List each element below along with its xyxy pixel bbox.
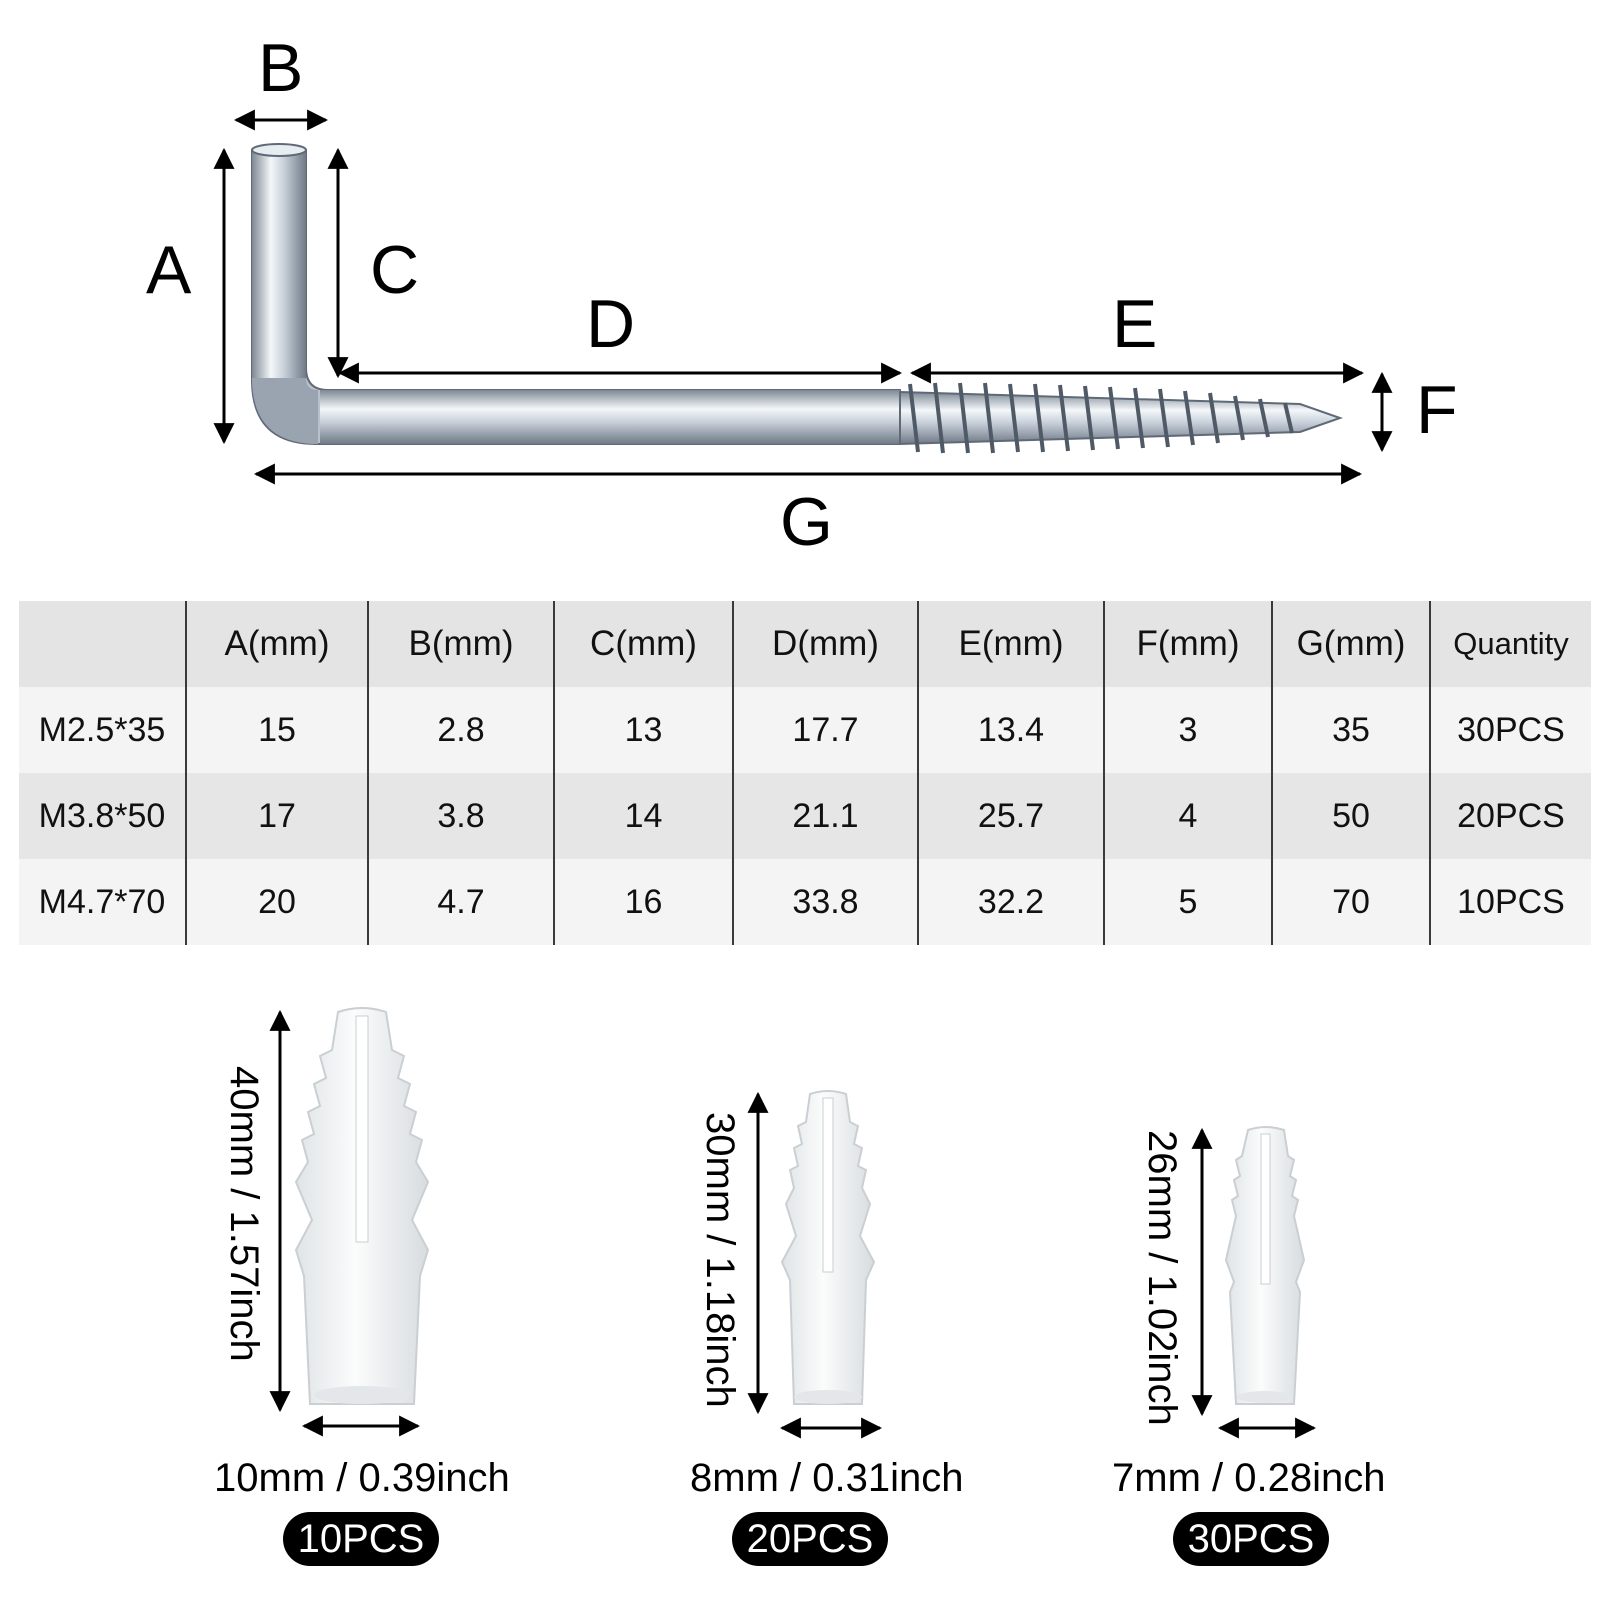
dim-label-g: G xyxy=(780,484,833,560)
dim-label-c: C xyxy=(370,232,420,308)
header-g: G(mm) xyxy=(1272,601,1431,687)
table-row: M4.7*70 20 4.7 16 33.8 32.2 5 70 10PCS xyxy=(19,859,1591,945)
anchor-small-length-label: 26mm / 1.02inch xyxy=(1140,1130,1184,1426)
dim-label-b: B xyxy=(258,30,304,106)
cell-g: 35 xyxy=(1272,687,1431,773)
anchor-small-width-label: 7mm / 0.28inch xyxy=(1112,1456,1386,1500)
cell-a: 17 xyxy=(186,773,369,859)
header-model xyxy=(19,601,187,687)
cell-e: 13.4 xyxy=(918,687,1105,773)
cell-f: 4 xyxy=(1104,773,1273,859)
anchor-medium-width-label: 8mm / 0.31inch xyxy=(690,1456,964,1500)
table-row: M2.5*35 15 2.8 13 17.7 13.4 3 35 30PCS xyxy=(19,687,1591,773)
cell-f: 5 xyxy=(1104,859,1273,945)
anchor-large-width-label: 10mm / 0.39inch xyxy=(214,1456,510,1500)
header-c: C(mm) xyxy=(554,601,734,687)
cell-model: M2.5*35 xyxy=(19,687,187,773)
dim-label-a: A xyxy=(146,232,192,308)
cell-d: 21.1 xyxy=(733,773,919,859)
cell-a: 15 xyxy=(186,687,369,773)
cell-quantity: 10PCS xyxy=(1430,859,1591,945)
wall-anchors-diagram xyxy=(269,1007,1317,1439)
cell-d: 17.7 xyxy=(733,687,919,773)
cell-c: 14 xyxy=(554,773,734,859)
cell-quantity: 20PCS xyxy=(1430,773,1591,859)
wall-anchor-small xyxy=(1224,1126,1306,1405)
cell-c: 16 xyxy=(554,859,734,945)
table-row: M3.8*50 17 3.8 14 21.1 25.7 4 50 20PCS xyxy=(19,773,1591,859)
header-quantity: Quantity xyxy=(1430,601,1591,687)
anchor-large-length-label: 40mm / 1.57inch xyxy=(222,1066,266,1362)
cell-g: 50 xyxy=(1272,773,1431,859)
l-hook xyxy=(251,143,1344,454)
cell-b: 3.8 xyxy=(368,773,555,859)
header-d: D(mm) xyxy=(733,601,919,687)
thread-ridges xyxy=(908,382,1294,454)
cell-a: 20 xyxy=(186,859,369,945)
cell-f: 3 xyxy=(1104,687,1273,773)
spec-table: A(mm) B(mm) C(mm) D(mm) E(mm) F(mm) G(mm… xyxy=(19,601,1591,945)
anchor-medium-quantity-badge: 20PCS xyxy=(732,1512,888,1566)
cell-c: 13 xyxy=(554,687,734,773)
wall-anchor-medium xyxy=(780,1090,876,1405)
anchor-medium-length-label: 30mm / 1.18inch xyxy=(698,1112,742,1408)
l-hook-diagram xyxy=(213,109,1393,485)
cell-g: 70 xyxy=(1272,859,1431,945)
cell-d: 33.8 xyxy=(733,859,919,945)
spec-table-header-row: A(mm) B(mm) C(mm) D(mm) E(mm) F(mm) G(mm… xyxy=(19,601,1591,687)
anchor-large-quantity-badge: 10PCS xyxy=(283,1512,439,1566)
cell-b: 2.8 xyxy=(368,687,555,773)
cell-model: M3.8*50 xyxy=(19,773,187,859)
cell-model: M4.7*70 xyxy=(19,859,187,945)
dim-label-e: E xyxy=(1112,286,1158,362)
header-f: F(mm) xyxy=(1104,601,1273,687)
cell-b: 4.7 xyxy=(368,859,555,945)
wall-anchor-large xyxy=(294,1007,430,1405)
header-a: A(mm) xyxy=(186,601,369,687)
dim-label-d: D xyxy=(586,286,636,362)
header-b: B(mm) xyxy=(368,601,555,687)
anchor-small-quantity-badge: 30PCS xyxy=(1173,1512,1329,1566)
dim-label-f: F xyxy=(1416,372,1458,448)
header-e: E(mm) xyxy=(918,601,1105,687)
cell-e: 32.2 xyxy=(918,859,1105,945)
cell-e: 25.7 xyxy=(918,773,1105,859)
cell-quantity: 30PCS xyxy=(1430,687,1591,773)
